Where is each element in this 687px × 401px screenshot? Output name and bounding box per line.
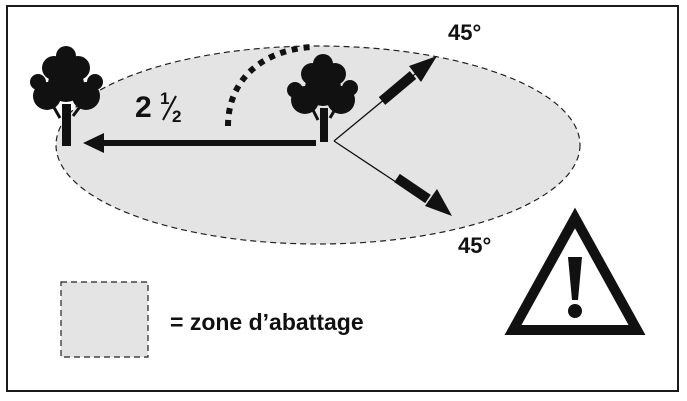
arrow-45-top	[378, 56, 437, 105]
tree-icon	[30, 46, 103, 146]
distance-whole: 2	[135, 91, 152, 124]
fall-arc-dotted	[225, 44, 313, 127]
warning-icon	[504, 207, 646, 335]
angle-bottom-label: 45°	[458, 233, 491, 258]
tree-icon	[287, 54, 358, 142]
legend-swatch	[60, 281, 149, 358]
legend-label: = zone d’abattage	[170, 309, 364, 335]
distance-arrow	[83, 133, 316, 153]
angle-top-label: 45°	[448, 20, 481, 45]
distance-label: 2 1 2	[135, 89, 181, 126]
distance-numerator: 1	[160, 89, 169, 108]
distance-denominator: 2	[172, 107, 181, 126]
felling-zone-ellipse	[55, 45, 581, 245]
arrow-45-bottom	[394, 173, 452, 216]
